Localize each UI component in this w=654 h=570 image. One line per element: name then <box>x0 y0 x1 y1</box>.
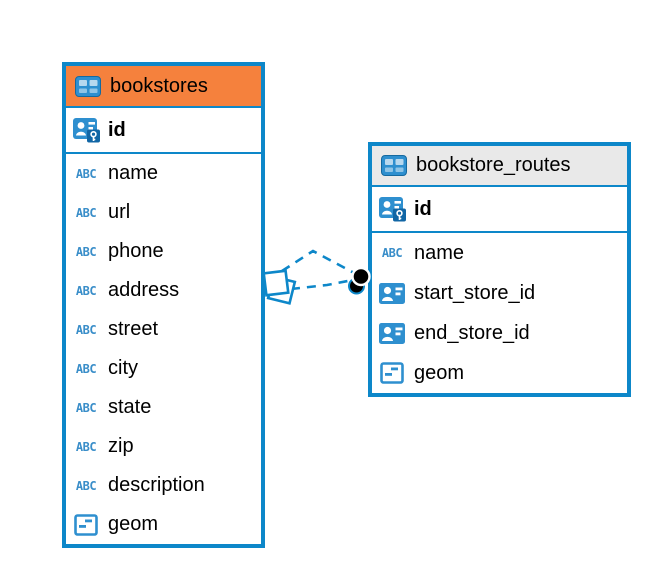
column-name: start_store_id <box>414 281 536 304</box>
table-row[interactable]: id <box>66 108 261 154</box>
table-row[interactable]: geom <box>372 353 627 393</box>
relationship-dot-marker[interactable] <box>348 266 371 295</box>
reference-icon <box>378 322 406 344</box>
column-name: url <box>108 201 131 223</box>
text-type-icon: ABC <box>75 205 97 220</box>
column-name: phone <box>108 240 164 262</box>
table-row[interactable]: ABC address <box>66 271 261 310</box>
geometry-type-icon <box>72 513 100 536</box>
table-row[interactable]: id <box>372 187 627 233</box>
column-name: name <box>108 162 159 184</box>
text-type-icon: ABC <box>75 166 97 181</box>
column-name: zip <box>108 435 134 457</box>
table-icon <box>74 75 102 97</box>
reference-icon <box>378 282 406 304</box>
primary-key-icon <box>72 117 100 143</box>
geometry-type-icon <box>378 362 406 384</box>
text-type-icon: ABC <box>75 322 97 337</box>
column-name: street <box>108 318 159 340</box>
table-header[interactable]: bookstore_routes <box>372 146 627 187</box>
column-name: city <box>108 357 138 379</box>
text-type-icon: ABC <box>75 361 97 376</box>
table-row[interactable]: ABC zip <box>66 427 261 466</box>
table-row[interactable]: ABC city <box>66 349 261 388</box>
primary-key-icon <box>378 196 406 222</box>
table-row[interactable]: ABC phone <box>66 232 261 271</box>
table-row[interactable]: end_store_id <box>372 313 627 353</box>
column-name: end_store_id <box>414 321 530 344</box>
table-row[interactable]: ABC name <box>66 154 261 193</box>
table-row[interactable]: ABC url <box>66 193 261 232</box>
table-header[interactable]: bookstores <box>66 66 261 108</box>
text-type-icon: ABC <box>75 400 97 415</box>
column-name: id <box>414 197 432 220</box>
column-name: description <box>108 474 205 496</box>
column-name: geom <box>414 361 465 384</box>
relationship-line[interactable] <box>281 249 357 276</box>
table-icon <box>380 155 408 176</box>
table-row[interactable]: ABC name <box>372 233 627 273</box>
text-type-icon: ABC <box>75 439 97 454</box>
table-row[interactable]: ABC street <box>66 310 261 349</box>
table-row[interactable]: ABC description <box>66 466 261 505</box>
column-name: state <box>108 396 152 418</box>
text-type-icon: ABC <box>75 283 97 298</box>
relationship-square-marker[interactable] <box>262 269 297 305</box>
table-title: bookstores <box>110 74 208 97</box>
column-name: geom <box>108 513 159 535</box>
column-name: name <box>414 241 465 264</box>
text-type-icon: ABC <box>381 246 403 260</box>
table-row[interactable]: geom <box>66 505 261 544</box>
table-title: bookstore_routes <box>416 154 571 176</box>
table-row[interactable]: ABC state <box>66 388 261 427</box>
text-type-icon: ABC <box>75 478 97 493</box>
column-name: id <box>108 118 126 141</box>
text-type-icon: ABC <box>75 244 97 259</box>
relationship-line[interactable] <box>290 278 354 291</box>
column-name: address <box>108 279 180 301</box>
table-row[interactable]: start_store_id <box>372 273 627 313</box>
